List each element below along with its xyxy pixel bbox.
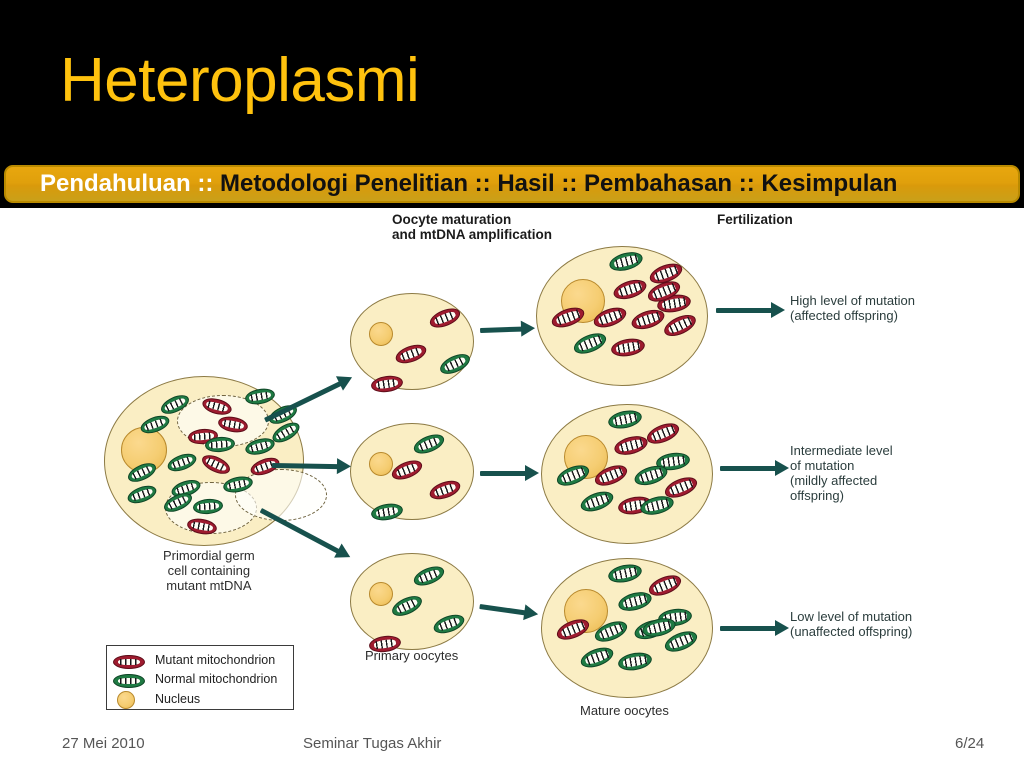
footer-event: Seminar Tugas Akhir: [303, 735, 442, 752]
mutant-mitochondrion-icon: [199, 451, 233, 478]
normal-mitochondrion-icon: [632, 462, 670, 489]
legend-label-3: Nucleus: [155, 692, 201, 706]
mutant-mitochondrion-icon: [611, 276, 649, 303]
nucleus-icon: [117, 691, 135, 709]
arrow-primary-to-mature-1: [480, 320, 536, 337]
primary-oocyte-2: [350, 423, 474, 523]
legend-label-1: Mutant mitochondrion: [155, 653, 276, 667]
nav-breadcrumb: Pendahuluan :: Metodologi Penelitian :: …: [40, 171, 897, 197]
mutant-mitochondrion-icon: [113, 655, 145, 669]
mutant-mitochondrion-icon: [609, 336, 647, 359]
primordial-germ-cell: [104, 376, 327, 546]
footer-page-number: 6/24: [955, 735, 985, 752]
mutant-mitochondrion-icon: [661, 310, 699, 341]
normal-mitochondrion-icon: [165, 450, 199, 475]
normal-mitochondrion-icon: [125, 482, 159, 507]
caption-mature-oocytes: Mature oocytes: [580, 703, 669, 718]
normal-mitochondrion-icon: [437, 349, 473, 379]
legend-row-3: Nucleus: [113, 690, 200, 711]
mutant-mitochondrion-icon: [646, 571, 684, 600]
arrow-primary-to-mature-3: [479, 604, 540, 623]
legend-row-2: Normal mitochondrion: [113, 671, 277, 688]
mutant-mitochondrion-icon: [629, 306, 667, 333]
normal-mitochondrion-icon: [369, 501, 405, 523]
caption-primordial-germ-cell: Primordial germ cell containing mutant m…: [163, 548, 255, 593]
nucleus-icon: [369, 452, 393, 476]
header-oocyte-maturation: Oocyte maturation and mtDNA amplificatio…: [392, 212, 553, 242]
normal-mitochondrion-icon: [616, 650, 654, 673]
mutant-mitochondrion-icon: [549, 303, 587, 332]
nav-items-rest[interactable]: Metodologi Penelitian :: Hasil :: Pembah…: [213, 170, 898, 197]
mutant-mitochondrion-icon: [393, 341, 429, 367]
footer-date: 27 Mei 2010: [62, 735, 145, 752]
normal-mitochondrion-icon: [411, 562, 447, 590]
normal-mitochondrion-icon: [606, 561, 644, 586]
normal-mitochondrion-icon: [616, 588, 654, 615]
nucleus-icon: [369, 322, 393, 346]
normal-mitochondrion-icon: [554, 461, 592, 490]
mutant-mitochondrion-icon: [427, 477, 463, 503]
page-title: Heteroplasmi: [60, 46, 420, 115]
nucleus-icon: [369, 582, 393, 606]
legend-row-1: Mutant mitochondrion: [113, 652, 275, 669]
mature-oocyte-1: [536, 246, 708, 386]
normal-mitochondrion-icon: [431, 611, 467, 637]
mutant-mitochondrion-icon: [389, 456, 425, 484]
primary-oocyte-1: [350, 293, 474, 395]
outcome-low-mutation: Low level of mutation (unaffected offspr…: [790, 609, 913, 639]
arrow-pgc-to-primary-1: [264, 370, 356, 423]
outcome-intermediate-mutation: Intermediate level of mutation (mildly a…: [790, 443, 893, 503]
normal-mitochondrion-icon: [113, 674, 145, 688]
legend-label-2: Normal mitochondrion: [155, 672, 278, 686]
header-fertilization: Fertilization: [717, 212, 793, 227]
nav-item-pendahuluan[interactable]: Pendahuluan ::: [40, 170, 214, 197]
normal-mitochondrion-icon: [578, 643, 616, 672]
mutant-mitochondrion-icon: [427, 304, 463, 332]
normal-mitochondrion-icon: [571, 329, 609, 358]
normal-mitochondrion-icon: [607, 248, 645, 275]
mutant-mitochondrion-icon: [612, 432, 650, 459]
arrow-pgc-to-primary-2: [271, 458, 352, 475]
title-band: Heteroplasmi: [0, 0, 1024, 158]
mature-oocyte-2: [541, 404, 713, 544]
mutant-mitochondrion-icon: [554, 615, 592, 644]
normal-mitochondrion-icon: [606, 407, 644, 432]
mutant-mitochondrion-icon: [644, 419, 682, 448]
normal-mitochondrion-icon: [389, 591, 425, 621]
normal-mitochondrion-icon: [578, 487, 616, 516]
primary-oocyte-3: [350, 553, 474, 655]
normal-mitochondrion-icon: [411, 430, 447, 458]
outcome-high-mutation: High level of mutation (affected offspri…: [790, 293, 916, 323]
mature-oocyte-3: [541, 558, 713, 698]
section-nav-bar[interactable]: Pendahuluan :: Metodologi Penelitian :: …: [4, 165, 1020, 203]
heteroplasmy-diagram: Oocyte maturation and mtDNA amplificatio…: [0, 208, 1024, 728]
mutant-mitochondrion-icon: [370, 373, 404, 395]
normal-mitochondrion-icon: [243, 386, 277, 407]
